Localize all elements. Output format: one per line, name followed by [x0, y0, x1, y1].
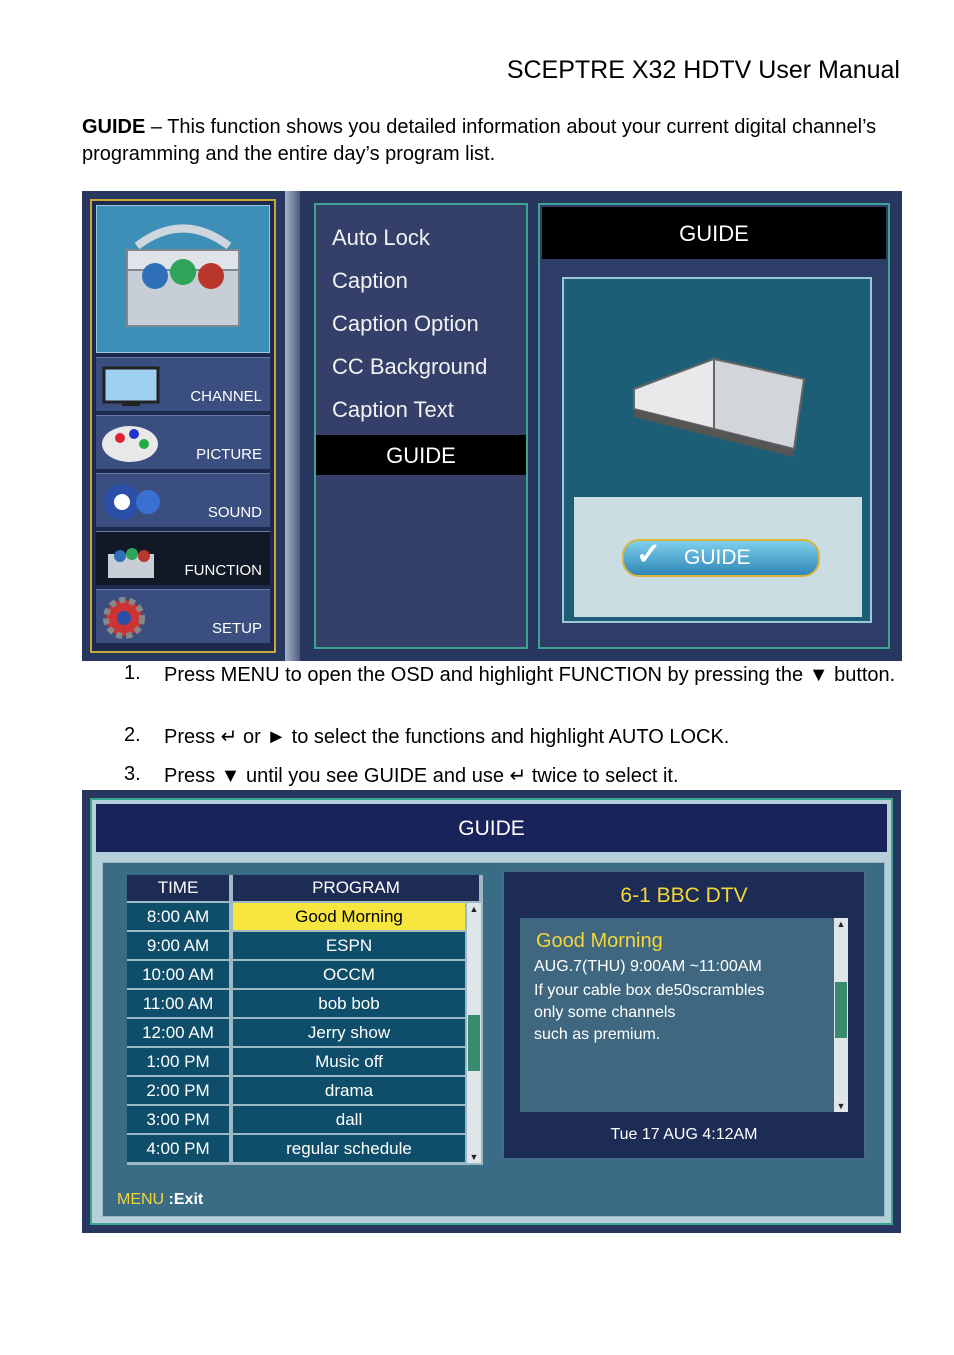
scroll-down-icon[interactable]: ▼ [836, 1101, 846, 1111]
preview-button-area: ✓ GUIDE [574, 497, 862, 617]
osd-function-menu-screenshot: CHANNEL PICTURE SOUND FUNCTION SETUP Aut… [82, 191, 902, 661]
scroll-up-icon[interactable]: ▲ [469, 904, 479, 914]
osd-side-menu: CHANNEL PICTURE SOUND FUNCTION SETUP [90, 199, 276, 653]
program-info-box: Good Morning AUG.7(THU) 9:00AM ~11:00AM … [520, 918, 836, 1112]
schedule-time-cell[interactable]: 2:00 PM [127, 1077, 229, 1104]
schedule-time-cell[interactable]: 10:00 AM [127, 961, 229, 988]
list-item-cc-background[interactable]: CC Background [332, 354, 488, 379]
open-book-icon [633, 357, 806, 457]
side-menu-function[interactable]: FUNCTION [96, 531, 270, 585]
tv-icon [102, 366, 160, 406]
intro-text: – This function shows you detailed infor… [82, 116, 877, 165]
channel-name: 6-1 BBC DTV [620, 884, 748, 907]
schedule-time-cell[interactable]: 8:00 AM [127, 903, 229, 930]
toolbox-hero-image [96, 205, 270, 353]
schedule-program-cell[interactable]: ESPN [233, 932, 465, 959]
program-info-title: Good Morning [536, 930, 663, 952]
schedule-program-cell[interactable]: Music off [233, 1048, 465, 1075]
schedule-time-cell[interactable]: 11:00 AM [127, 990, 229, 1017]
function-list-panel: Auto Lock Caption Caption Option CC Back… [314, 203, 528, 649]
schedule-time-cell[interactable]: 12:00 AM [127, 1019, 229, 1046]
schedule-scrollbar[interactable]: ▲ ▼ [467, 903, 481, 1163]
toolbox-icon [126, 224, 240, 327]
schedule-time-cell[interactable]: 1:00 PM [127, 1048, 229, 1075]
schedule-program-cell[interactable]: bob bob [233, 990, 465, 1017]
program-info-line: only some channels [534, 1004, 676, 1021]
scroll-up-icon[interactable]: ▲ [836, 919, 846, 929]
program-info-line: If your cable box de50scrambles [534, 982, 765, 999]
schedule-program-cell[interactable]: regular schedule [233, 1135, 465, 1162]
gear-icon [103, 597, 145, 639]
scroll-thumb[interactable] [835, 982, 847, 1038]
program-info-line: AUG.7(THU) 9:00AM ~11:00AM [534, 958, 762, 975]
schedule-program-cell[interactable]: Good Morning [233, 903, 465, 930]
side-menu-sound[interactable]: SOUND [96, 473, 270, 527]
intro-term: GUIDE [82, 116, 146, 138]
program-info-panel: 6-1 BBC DTV Good Morning AUG.7(THU) 9:00… [503, 871, 865, 1159]
column-header-time: TIME [127, 875, 229, 901]
schedule-program-cell[interactable]: dall [233, 1106, 465, 1133]
palette-icon [102, 426, 158, 462]
scroll-down-icon[interactable]: ▼ [469, 1152, 479, 1162]
program-info-line: such as premium. [534, 1026, 661, 1043]
side-menu-setup[interactable]: SETUP [96, 589, 270, 643]
toolbox-small-icon [108, 548, 154, 578]
side-menu-picture[interactable]: PICTURE [96, 415, 270, 469]
preview-image-area: ✓ GUIDE [562, 277, 872, 623]
info-scrollbar[interactable]: ▲ ▼ [834, 918, 848, 1112]
guide-title-bar: GUIDE [96, 804, 887, 852]
list-item-guide-selected[interactable]: GUIDE [316, 435, 526, 475]
exit-hint: MENU :Exit [117, 1191, 204, 1208]
guide-preview-panel: GUIDE ✓ GUIDE [538, 203, 890, 649]
current-date-time: Tue 17 AUG 4:12AM [610, 1126, 758, 1143]
column-header-program: PROGRAM [233, 875, 479, 901]
intro-paragraph: GUIDE – This function shows you detailed… [82, 114, 902, 168]
list-item-caption-text[interactable]: Caption Text [332, 397, 454, 422]
list-item-caption[interactable]: Caption [332, 268, 408, 293]
schedule-program-cell[interactable]: drama [233, 1077, 465, 1104]
guide-select-button[interactable]: ✓ GUIDE [622, 538, 820, 577]
schedule-time-cell[interactable]: 3:00 PM [127, 1106, 229, 1133]
schedule-program-cell[interactable]: OCCM [233, 961, 465, 988]
preview-title: GUIDE [542, 207, 886, 259]
schedule-program-cell[interactable]: Jerry show [233, 1019, 465, 1046]
manual-header: SCEPTRE X32 HDTV User Manual [506, 56, 900, 84]
scroll-thumb[interactable] [468, 1015, 480, 1071]
schedule-time-cell[interactable]: 4:00 PM [127, 1135, 229, 1162]
menu-divider [285, 191, 300, 661]
side-menu-channel[interactable]: CHANNEL [96, 357, 270, 411]
list-item-auto-lock[interactable]: Auto Lock [332, 225, 430, 250]
list-item-caption-option[interactable]: Caption Option [332, 311, 479, 336]
speaker-icon [104, 484, 160, 520]
check-icon: ✓ [636, 538, 662, 571]
schedule-time-cell[interactable]: 9:00 AM [127, 932, 229, 959]
